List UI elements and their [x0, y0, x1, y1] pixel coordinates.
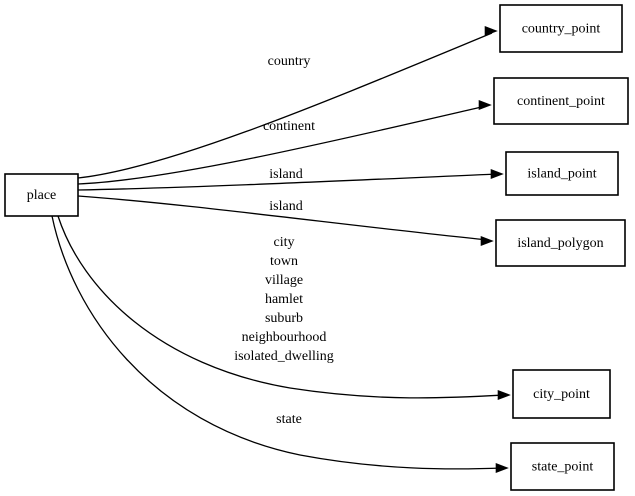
node-continent_point[interactable]: continent_point [493, 77, 629, 125]
node-label-state_point: state_point [532, 460, 594, 475]
edge-country[interactable] [77, 25, 498, 179]
edge-city-point-label-line: neighbourhood [242, 330, 327, 345]
edge-city-point-label-line: city [274, 235, 295, 250]
node-country_point[interactable]: country_point [499, 4, 623, 53]
edge-continent-label: continent [263, 119, 315, 134]
node-label-city_point: city_point [533, 387, 590, 402]
edge-state-point-label: state [276, 412, 302, 427]
node-island_point[interactable]: island_point [505, 151, 619, 196]
edge-country-path [77, 32, 493, 179]
edge-island-polygon-path [77, 195, 489, 241]
edge-country-label-line: country [268, 54, 311, 69]
node-place[interactable]: place [4, 173, 79, 217]
edge-continent-path [77, 105, 487, 185]
node-box-state_point [510, 442, 615, 491]
node-label-place: place [27, 188, 57, 203]
node-island_polygon[interactable]: island_polygon [495, 219, 626, 267]
edge-island-point-arrowhead [490, 168, 504, 180]
node-box-continent_point [493, 77, 629, 125]
edge-state-point-path [51, 215, 504, 470]
edges-layer [51, 25, 511, 474]
nodes-layer: place country_point continent_point island_… [4, 4, 629, 491]
node-box-city_point [512, 369, 611, 419]
edge-island-point-path [77, 173, 499, 191]
edge-island-polygon-label-line: island [269, 199, 302, 214]
edge-continent-label-line: continent [263, 119, 315, 134]
edge-island-point[interactable] [77, 168, 504, 191]
edge-state-point-label-line: state [276, 412, 302, 427]
edge-country-arrowhead [484, 25, 498, 37]
node-label-island_point: island_point [527, 167, 596, 182]
edge-city-point-arrowhead [497, 389, 511, 401]
edge-island-polygon-arrowhead [480, 235, 494, 247]
edge-country-label: country [268, 54, 311, 69]
edge-state-point[interactable] [51, 215, 509, 474]
edge-continent[interactable] [77, 99, 492, 185]
edge-city-point-label-line: village [265, 273, 303, 288]
edge-island-polygon[interactable] [77, 195, 494, 247]
edge-city-point-label-line: town [270, 254, 298, 269]
edge-city-point-label: city town village hamlet suburb neighbourhood… [234, 235, 334, 364]
node-label-country_point: country_point [522, 22, 601, 37]
node-box-island_polygon [495, 219, 626, 267]
node-label-continent_point: continent_point [517, 94, 605, 109]
node-box-country_point [499, 4, 623, 53]
node-box-place [4, 173, 79, 217]
edge-labels-layer: country continent island island city town vill… [234, 54, 334, 427]
edge-city-point-label-line: isolated_dwelling [234, 349, 334, 364]
edge-city-point-path [57, 215, 506, 399]
edge-island-polygon-label: island [269, 199, 302, 214]
edge-city-point-label-line: suburb [265, 311, 303, 326]
edge-city-point-label-line: hamlet [265, 292, 303, 307]
edge-city-point[interactable] [57, 215, 511, 401]
node-box-island_point [505, 151, 619, 196]
node-state_point[interactable]: state_point [510, 442, 615, 491]
edge-state-point-arrowhead [495, 462, 509, 474]
edge-continent-arrowhead [478, 99, 492, 111]
edge-island-point-label-line: island [269, 167, 302, 182]
node-city_point[interactable]: city_point [512, 369, 611, 419]
node-label-island_polygon: island_polygon [517, 236, 603, 251]
edge-island-point-label: island [269, 167, 302, 182]
